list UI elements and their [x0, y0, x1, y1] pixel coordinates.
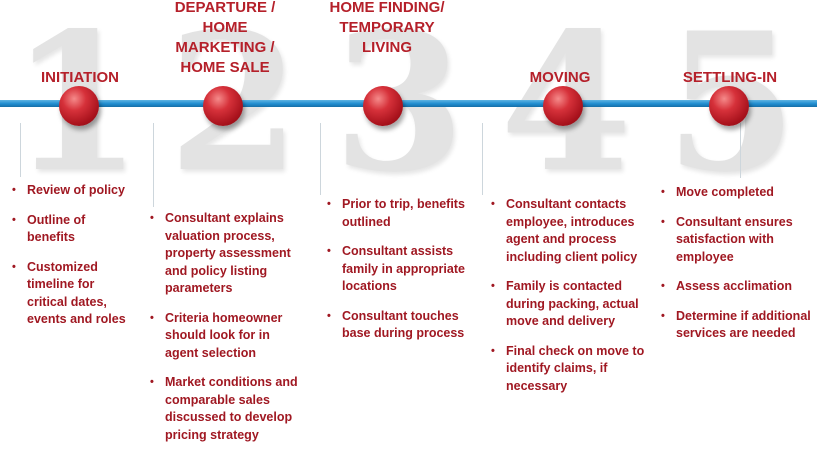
phase-5-bullets: Move completed Consultant ensures satisf…	[661, 184, 811, 355]
timeline-line	[0, 100, 817, 107]
relocation-process-diagram: 1 2 3 4 5 INITIATION DEPARTURE / HOME MA…	[0, 0, 817, 444]
connector-line-3	[320, 123, 321, 195]
phase-3-bullets: Prior to trip, benefits outlined Consult…	[327, 196, 473, 355]
phase-marker-3	[363, 86, 403, 126]
list-item: Final check on move to identify claims, …	[491, 343, 651, 396]
list-item: Consultant assists family in appropriate…	[327, 243, 473, 296]
phase-marker-4	[543, 86, 583, 126]
connector-line-1	[20, 123, 21, 177]
list-item: Consultant explains valuation process, p…	[150, 210, 302, 298]
list-item: Outline of benefits	[12, 212, 132, 247]
phase-title-home-finding: HOME FINDING/ TEMPORARY LIVING	[329, 0, 445, 56]
list-item: Family is contacted during packing, actu…	[491, 278, 651, 331]
phase-title-departure: DEPARTURE / HOME MARKETING / HOME SALE	[174, 0, 276, 76]
phase-title-moving: MOVING	[529, 69, 591, 86]
list-item: Assess acclimation	[661, 278, 811, 296]
list-item: Consultant ensures satisfaction with emp…	[661, 214, 811, 267]
phase-marker-2	[203, 86, 243, 126]
phase-title-initiation: INITIATION	[40, 69, 120, 86]
connector-line-4	[482, 123, 483, 195]
connector-line-2	[153, 123, 154, 207]
connector-line-5	[740, 123, 741, 178]
phase-2-bullets: Consultant explains valuation process, p…	[150, 210, 302, 456]
phase-1-bullets: Review of policy Outline of benefits Cus…	[12, 182, 132, 341]
phase-4-bullets: Consultant contacts employee, introduces…	[491, 196, 651, 407]
phase-title-settling-in: SETTLING-IN	[682, 69, 778, 86]
list-item: Determine if additional services are nee…	[661, 308, 811, 343]
phase-marker-1	[59, 86, 99, 126]
list-item: Consultant contacts employee, introduces…	[491, 196, 651, 266]
list-item: Criteria homeowner should look for in ag…	[150, 310, 302, 363]
list-item: Customized timeline for critical dates, …	[12, 259, 132, 329]
phase-marker-5	[709, 86, 749, 126]
list-item: Consultant touches base during process	[327, 308, 473, 343]
list-item: Move completed	[661, 184, 811, 202]
list-item: Prior to trip, benefits outlined	[327, 196, 473, 231]
list-item: Review of policy	[12, 182, 132, 200]
list-item: Market conditions and comparable sales d…	[150, 374, 302, 444]
